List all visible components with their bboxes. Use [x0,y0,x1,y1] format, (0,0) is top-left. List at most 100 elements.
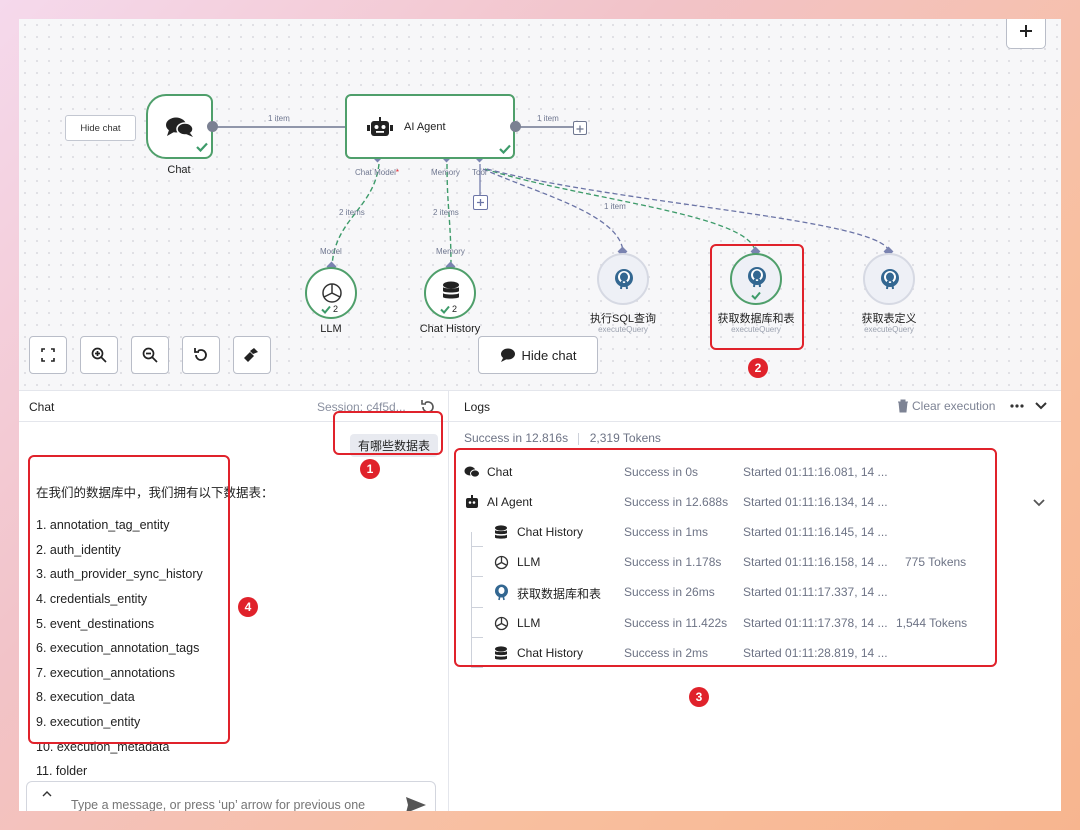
execution-summary: Success in 12.816s 2,319 Tokens [464,431,661,445]
log-status: Success in 11.422s [624,616,728,630]
run-count: 2 [452,304,458,314]
zoom-in-button[interactable] [80,336,118,374]
add-node-button[interactable] [1006,19,1046,49]
more-options-icon[interactable] [1010,404,1024,408]
list-item: 3. auth_provider_sync_history [36,567,203,581]
edge-tool-1 [482,168,624,252]
chat-bubbles-icon [166,117,194,137]
trash-icon [898,399,908,413]
log-started: Started 01:11:17.378, 14 ... [743,616,888,630]
send-icon[interactable] [405,796,427,811]
logs-title: Logs [464,400,491,414]
edge-memory [446,163,452,268]
edge-label: 1 item [537,114,559,123]
edge-label: 1 item [604,202,626,211]
tidy-up-button[interactable] [233,336,271,374]
session-id: Session: c4f5d... [317,400,406,414]
list-item: 5. event_destinations [36,617,155,631]
annotation-badge-2: 2 [748,358,768,378]
robot-icon [466,495,478,508]
reset-session-icon[interactable] [420,399,436,415]
list-item: 11. folder [36,764,88,778]
chat-icon [464,466,480,478]
logs-panel-header: Logs Clear execution [449,390,1061,422]
fit-view-button[interactable] [29,336,67,374]
chevron-down-icon[interactable] [1034,401,1048,411]
log-row[interactable]: Chat Success in 0s Started 01:11:16.081,… [449,457,1061,487]
chat-message-input[interactable] [69,794,393,811]
chat-history-node[interactable]: 2 [424,267,476,319]
summary-tokens: 2,319 Tokens [589,431,661,445]
chat-panel-title: Chat [29,400,55,414]
chat-panel-header: Chat Session: c4f5d... [19,390,448,422]
list-item: 6. execution_annotation_tags [36,641,200,655]
log-tokens: 775 Tokens [905,555,967,569]
tree-line [471,576,483,577]
log-row[interactable]: LLM Success in 1.178s Started 01:11:16.1… [449,547,1061,577]
log-node-name: Chat History [517,646,584,660]
llm-node[interactable]: 2 [305,267,357,319]
postgres-icon [748,267,766,288]
list-item: 7. execution_annotations [36,666,175,680]
workflow-canvas[interactable]: Hide chat Chat 1 item AI Agent 1 item [19,19,1061,390]
tool-title: 获取表定义 [861,313,917,325]
plus-icon [477,199,484,206]
ai-agent-node[interactable]: AI Agent [345,94,515,159]
agent-title: AI Agent [404,121,446,133]
zoom-out-button[interactable] [131,336,169,374]
log-row[interactable]: AI Agent Success in 12.688s Started 01:1… [449,487,1061,517]
output-dot[interactable] [207,121,218,132]
tool-node-get-db-tables[interactable] [730,253,782,305]
edge-tool-2 [484,168,756,252]
chat-input-box[interactable] [26,781,436,811]
fit-view-icon [41,348,55,362]
tool-node-execute-sql[interactable] [597,253,649,305]
log-started: Started 01:11:17.337, 14 ... [743,585,888,599]
chevron-down-icon[interactable] [1032,498,1046,508]
hide-chat-label: Hide chat [80,122,121,134]
log-status: Success in 0s [624,465,699,479]
chat-trigger-node[interactable] [146,94,213,159]
tool-subtitle: executeQuery [598,325,648,334]
chat-panel: Chat Session: c4f5d... 有哪些数据表 在我们的数据库中，我… [19,390,449,811]
success-check-icon [440,305,450,314]
llm-title: LLM [320,323,342,335]
log-tokens: 1,544 Tokens [896,616,968,630]
list-item: 8. execution_data [36,690,135,704]
add-next-node-button[interactable] [573,121,587,135]
log-status: Success in 2ms [624,646,709,660]
robot-icon [367,117,393,136]
log-row[interactable]: 获取数据库和表 Success in 26ms Started 01:11:17… [449,577,1061,607]
edge-tool-3 [486,168,890,252]
connections-layer [212,123,894,272]
items-label-model: 2 items [339,208,365,217]
log-row[interactable]: LLM Success in 11.422s Started 01:11:17.… [449,608,1061,638]
openai-icon [322,283,342,303]
log-row[interactable]: Chat History Success in 2ms Started 01:1… [449,638,1061,668]
port-model-label: Model [320,247,342,256]
add-tool-button[interactable] [473,195,488,210]
database-icon [495,525,507,539]
log-started: Started 01:11:16.134, 14 ... [743,495,888,509]
log-row[interactable]: Chat History Success in 1ms Started 01:1… [449,517,1061,547]
chat-bubble-icon [500,348,515,362]
success-check-icon [499,144,511,154]
tree-line [471,637,483,638]
database-icon [495,646,507,660]
hide-chat-button[interactable]: Hide chat [478,336,598,374]
tool-subtitle: executeQuery [731,325,781,334]
tool-node-get-table-def[interactable] [863,253,915,305]
summary-divider [578,432,580,445]
output-dot[interactable] [510,121,521,132]
postgres-icon [615,269,633,290]
reset-icon [194,348,207,361]
history-nav-icon[interactable] [41,788,53,811]
log-status: Success in 12.688s [624,495,729,509]
hide-chat-button-small[interactable]: Hide chat [65,115,136,141]
clear-execution-button[interactable]: Clear execution [897,399,995,413]
annotation-box-4 [28,455,230,744]
summary-status: Success in 12.816s [464,431,569,445]
chat-history-title: Chat History [419,323,481,335]
reset-zoom-button[interactable] [182,336,220,374]
log-started: Started 01:11:16.158, 14 ... [743,555,888,569]
